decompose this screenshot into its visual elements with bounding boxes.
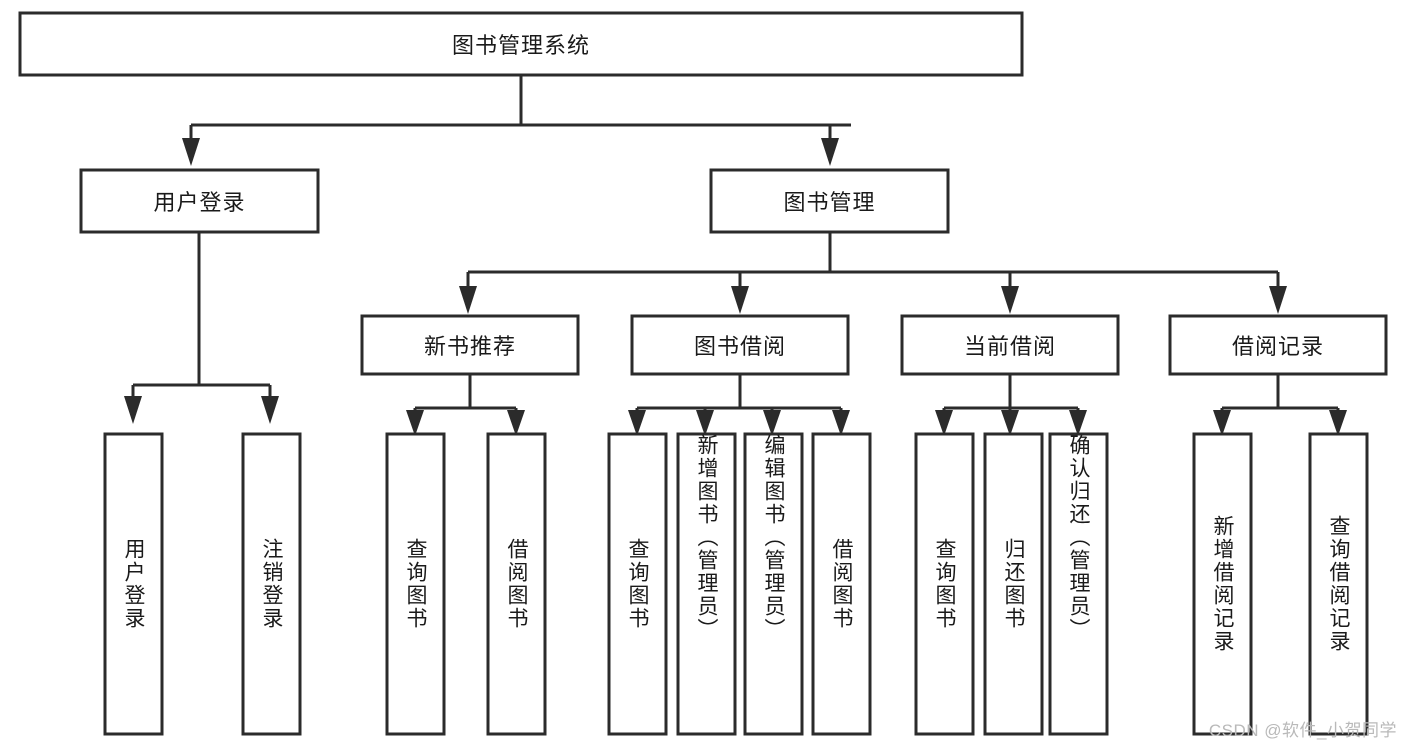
node-user-login-box[interactable] [79, 168, 320, 234]
leaf-user-login-box[interactable] [103, 432, 164, 736]
connector-bookmanagement-to-level3 [459, 232, 1287, 314]
connector-bookborrow-to-leaves [628, 374, 850, 436]
leaf-borrow-book-box[interactable] [811, 432, 872, 736]
leaf-edit-book-admin-box[interactable] [743, 432, 804, 736]
connector-borrowrecord-to-leaves [1213, 374, 1347, 436]
csdn-watermark: CSDN @软件_小贺同学 [1208, 721, 1397, 740]
node-book-management-box[interactable] [709, 168, 950, 234]
node-book-borrow-box[interactable] [630, 314, 850, 376]
leaf-add-borrow-record-box[interactable] [1192, 432, 1253, 736]
leaf-add-book-admin-box[interactable] [676, 432, 737, 736]
connector-root-to-level2 [182, 75, 851, 166]
leaf-query-borrow-record-box[interactable] [1308, 432, 1369, 736]
leaf-return-book-box[interactable] [983, 432, 1044, 736]
leaf-logout-box[interactable] [241, 432, 302, 736]
leaf-query-book-recommend-box[interactable] [385, 432, 446, 736]
leaf-borrow-book-recommend-box[interactable] [486, 432, 547, 736]
connector-userlogin-to-leaves [124, 232, 279, 424]
connector-currentborrow-to-leaves [935, 374, 1087, 436]
node-book-management-system-box[interactable] [18, 11, 1024, 77]
connector-newbook-to-leaves [406, 374, 525, 436]
leaf-confirm-return-admin-box[interactable] [1048, 432, 1109, 736]
node-current-borrow-box[interactable] [900, 314, 1120, 376]
leaf-query-book-borrow-box[interactable] [607, 432, 668, 736]
leaf-query-book-current-box[interactable] [914, 432, 975, 736]
node-new-book-recommendation-box[interactable] [360, 314, 580, 376]
node-borrow-record-box[interactable] [1168, 314, 1388, 376]
